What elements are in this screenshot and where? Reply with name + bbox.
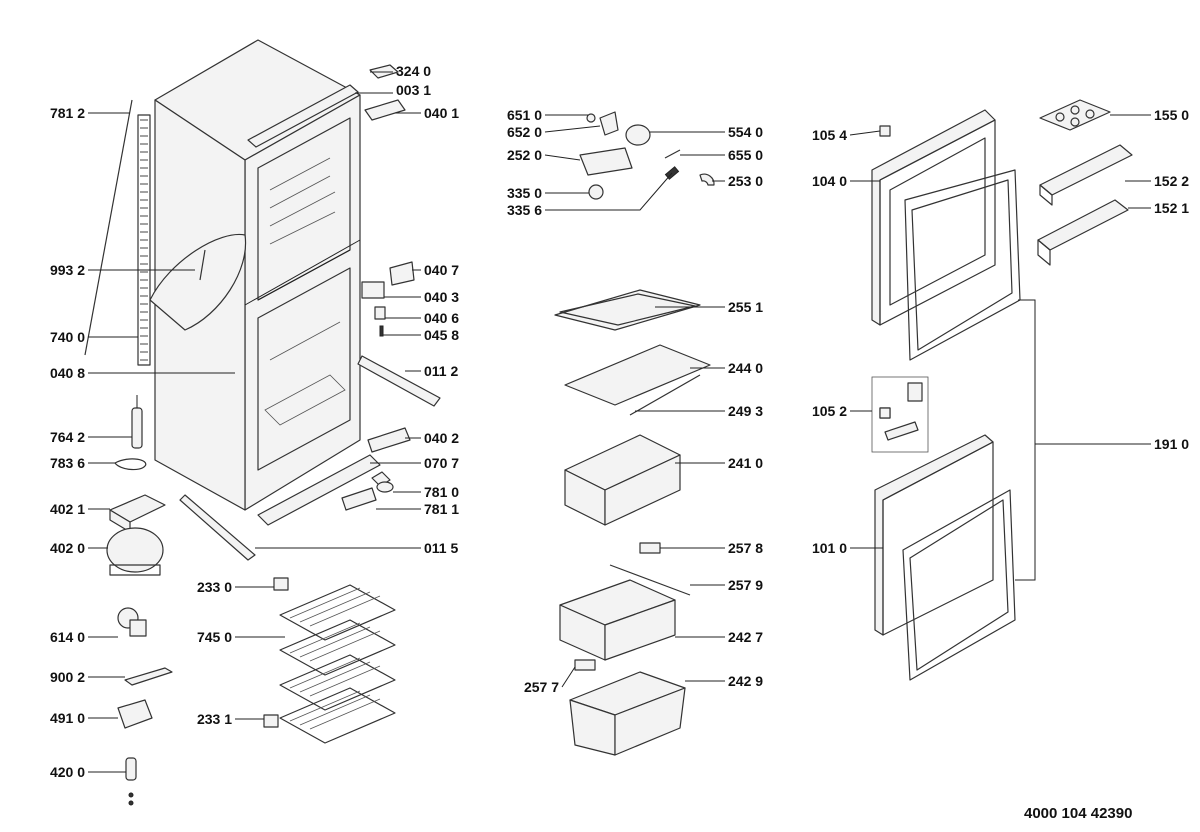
part-label: 040 6	[424, 310, 459, 326]
part-label: 252 0	[507, 147, 542, 163]
part-label: 249 3	[728, 403, 763, 419]
part-label: 233 0	[197, 579, 232, 595]
part-label: 652 0	[507, 124, 542, 140]
gasket-group-bracket	[1015, 299, 1036, 581]
part-label: 402 1	[50, 501, 85, 517]
part-label: 655 0	[728, 147, 763, 163]
part-label: 335 6	[507, 202, 542, 218]
wire-shelves-illustration	[279, 584, 396, 744]
part-label: 900 2	[50, 669, 85, 685]
part-label: 191 0	[1154, 436, 1189, 452]
part-label: 335 0	[507, 185, 542, 201]
part-label: 040 7	[424, 262, 459, 278]
leader-line	[544, 154, 581, 161]
leader-line	[545, 172, 673, 211]
part-label: 105 2	[812, 403, 847, 419]
part-label: 257 8	[728, 540, 763, 556]
part-label: 781 2	[50, 105, 85, 121]
part-label: 764 2	[50, 429, 85, 445]
part-label: 070 7	[424, 455, 459, 471]
leader-line	[561, 666, 576, 688]
part-label: 255 1	[728, 299, 763, 315]
part-label: 003 1	[396, 82, 431, 98]
part-label: 781 0	[424, 484, 459, 500]
part-label: 105 4	[812, 127, 847, 143]
part-label: 101 0	[812, 540, 847, 556]
leader-line	[544, 125, 601, 133]
part-label: 781 1	[424, 501, 459, 517]
part-label: 155 0	[1154, 107, 1189, 123]
part-label: 040 3	[424, 289, 459, 305]
document-number: 4000 104 42390	[1024, 805, 1133, 822]
part-label: 104 0	[812, 173, 847, 189]
part-label: 324 0	[396, 63, 431, 79]
part-label: 554 0	[728, 124, 763, 140]
leader-line	[849, 130, 881, 136]
part-label: 257 7	[524, 679, 559, 695]
part-label: 011 2	[424, 363, 458, 379]
part-label: 420 0	[50, 764, 85, 780]
part-label: 241 0	[728, 455, 763, 471]
part-label: 040 2	[424, 430, 459, 446]
part-label: 045 8	[424, 327, 459, 343]
part-label: 152 2	[1154, 173, 1189, 189]
part-label: 491 0	[50, 710, 85, 726]
part-label: 783 6	[50, 455, 85, 471]
condenser-illustration	[137, 114, 151, 366]
part-label: 402 0	[50, 540, 85, 556]
part-label: 242 7	[728, 629, 763, 645]
cabinet-illustration	[154, 39, 381, 526]
part-label: 244 0	[728, 360, 763, 376]
part-label: 011 5	[424, 540, 458, 556]
part-label: 233 1	[197, 711, 232, 727]
part-label: 242 9	[728, 673, 763, 689]
part-label: 257 9	[728, 577, 763, 593]
part-label: 651 0	[507, 107, 542, 123]
part-label: 152 1	[1154, 200, 1189, 216]
part-label: 993 2	[50, 262, 85, 278]
part-label: 740 0	[50, 329, 85, 345]
part-label: 745 0	[197, 629, 232, 645]
part-label: 253 0	[728, 173, 763, 189]
part-label: 614 0	[50, 629, 85, 645]
part-label: 040 1	[424, 105, 459, 121]
part-label: 040 8	[50, 365, 85, 381]
